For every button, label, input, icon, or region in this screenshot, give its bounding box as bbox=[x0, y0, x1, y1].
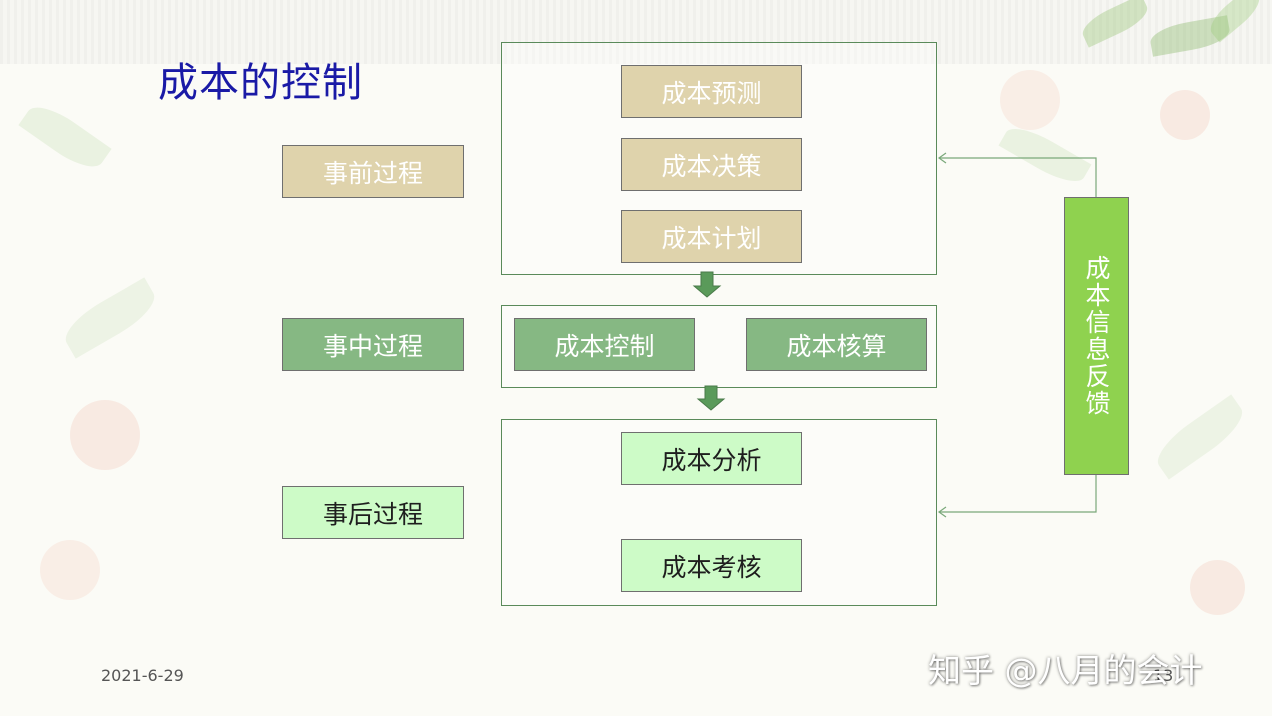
background-flower bbox=[70, 400, 140, 470]
feedback-arrowhead-top bbox=[937, 152, 947, 164]
footer-date: 2021-6-29 bbox=[101, 666, 184, 685]
feedback-line-top bbox=[939, 157, 1097, 197]
down-arrow-icon bbox=[696, 385, 726, 411]
step-cost-accounting: 成本核算 bbox=[746, 318, 927, 371]
page-number: 13 bbox=[1153, 666, 1174, 685]
step-cost-decision: 成本决策 bbox=[621, 138, 802, 191]
down-arrow-icon bbox=[692, 271, 722, 298]
background-flower bbox=[40, 540, 100, 600]
step-cost-forecast: 成本预测 bbox=[621, 65, 802, 118]
step-cost-assessment: 成本考核 bbox=[621, 539, 802, 592]
background-texture-band bbox=[0, 0, 1272, 64]
feedback-arrowhead-bottom bbox=[937, 506, 947, 518]
stage-label-pre: 事前过程 bbox=[282, 145, 464, 198]
stage-label-in: 事中过程 bbox=[282, 318, 464, 371]
slide-title: 成本的控制 bbox=[158, 60, 363, 106]
cost-info-feedback-box: 成本信息反馈 bbox=[1064, 197, 1129, 475]
background-flower bbox=[1160, 90, 1210, 140]
step-cost-control: 成本控制 bbox=[514, 318, 695, 371]
watermark-text: 知乎 @八月的会计 bbox=[928, 651, 1203, 690]
stage-label-post: 事后过程 bbox=[282, 486, 464, 539]
feedback-line-bottom bbox=[939, 475, 1097, 513]
background-flower bbox=[1190, 560, 1245, 615]
step-cost-plan: 成本计划 bbox=[621, 210, 802, 263]
step-cost-analysis: 成本分析 bbox=[621, 432, 802, 485]
background-flower bbox=[1000, 70, 1060, 130]
